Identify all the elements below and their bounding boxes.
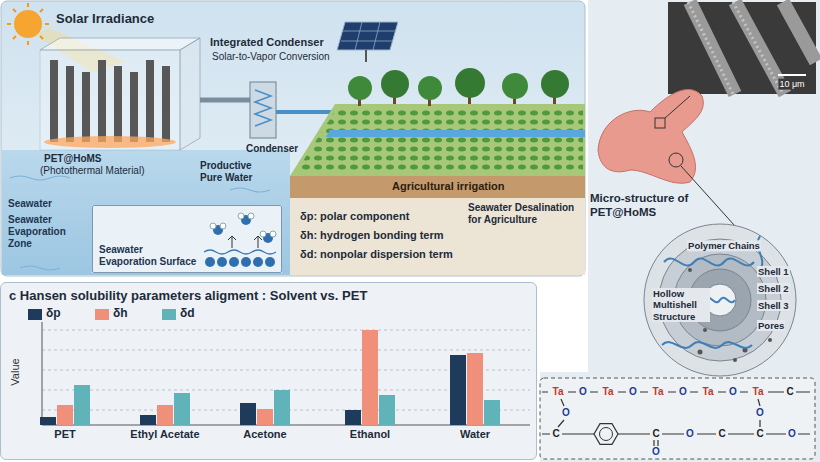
bar (379, 395, 395, 425)
bar (174, 393, 190, 425)
legend-text: δd (180, 306, 195, 320)
condenser-subtitle: Solar-to-Vapor Conversion (212, 51, 330, 63)
atom-symbol: O (678, 386, 688, 398)
atom-symbol: Ta (702, 386, 715, 398)
legend-swatch (162, 309, 176, 320)
zone-label: Seawater Evaporation Zone (8, 214, 88, 250)
bar (40, 417, 56, 425)
bar (450, 355, 466, 425)
bar (140, 415, 156, 425)
bar (157, 405, 173, 425)
inset-box: Seawater Evaporation Surface (92, 205, 282, 273)
evaporation-inset (92, 205, 282, 273)
bar-group (40, 330, 500, 425)
solar-panel (337, 22, 398, 62)
material-note: (Photothermal Material) (40, 165, 144, 177)
bar (345, 410, 361, 425)
irrigation-label: Agricultural irrigation (392, 180, 504, 193)
chart-panel-ground (1, 282, 537, 460)
micro-title: Micro-structure of PET@HoMS (590, 192, 690, 220)
atom-symbol: C (755, 428, 764, 440)
scale-bar-label: 10 μm (778, 79, 805, 90)
legend-swatch (28, 309, 42, 320)
shell-label: Shell 1 (757, 266, 790, 277)
atom-symbol: O (578, 386, 588, 398)
atom-symbol: C (785, 386, 794, 398)
atom-symbol: C (551, 428, 560, 440)
atom-symbol: O (628, 386, 638, 398)
atom-symbol: C (717, 428, 726, 440)
condenser-title: Integrated Condenser (210, 36, 324, 49)
atom-symbol: Ta (552, 386, 565, 398)
param-note: δp: polar component (300, 210, 409, 223)
bar (74, 385, 90, 425)
bar (274, 390, 290, 425)
bar (467, 353, 483, 425)
axis-category: Ethanol (334, 428, 406, 441)
water-label: Productive Pure Water (200, 160, 272, 184)
fiber-blob (598, 89, 735, 226)
axis-title: Value (9, 358, 22, 385)
shell-label: Shell 2 (757, 283, 790, 294)
top-panel (1, 1, 585, 276)
atom-symbol: Ta (752, 386, 765, 398)
atom-symbol: O (755, 407, 765, 419)
atom-symbol: C (651, 428, 660, 440)
atom-symbol: O (728, 386, 738, 398)
bar (362, 330, 378, 425)
material-label: PET@HoMS (44, 153, 102, 165)
panel-title: c Hansen solubility parameters aligment … (9, 288, 367, 304)
atom-symbol: O (651, 446, 661, 458)
shell-label: Shell 3 (757, 300, 790, 311)
inset-caption: Seawater Evaporation Surface (99, 244, 203, 268)
pore-label: Pores (757, 320, 785, 331)
legend-text: δh (113, 306, 128, 320)
sem-image (668, 2, 816, 94)
param-note: δd: nonpolar dispersion term (300, 248, 453, 261)
atom-symbol: O (561, 407, 571, 419)
legend-swatch (95, 309, 109, 320)
sun-label: Solar Irradiance (56, 11, 154, 27)
axis-category: PET (29, 428, 101, 441)
param-note: δh: hydrogen bonding term (300, 229, 444, 242)
bar (240, 403, 256, 425)
axis-category: Ethyl Acetate (129, 428, 201, 441)
axis-category: Acetone (229, 428, 301, 441)
desalination-label: Seawater Desalination for Agriculture (468, 202, 580, 226)
atom-symbol: O (685, 428, 695, 440)
axis-category: Water (439, 428, 511, 441)
right-panel (540, 0, 820, 462)
multishell-sphere (644, 224, 796, 376)
chemical-structure (540, 378, 815, 459)
legend-text: δp (46, 306, 61, 320)
atom-symbol: Ta (652, 386, 665, 398)
bar (257, 409, 273, 425)
atom-symbol: Ta (602, 386, 615, 398)
sea-label: Seawater (8, 198, 52, 210)
bar (484, 400, 500, 425)
evaporator-box (40, 38, 200, 150)
condenser-label: Condenser (246, 143, 298, 155)
bar (57, 405, 73, 425)
farmland (290, 68, 585, 275)
structure-label: Hollow Multishell Structure (652, 288, 710, 322)
atom-symbol: O (787, 428, 797, 440)
structure-label: Polymer Chains (687, 240, 761, 251)
